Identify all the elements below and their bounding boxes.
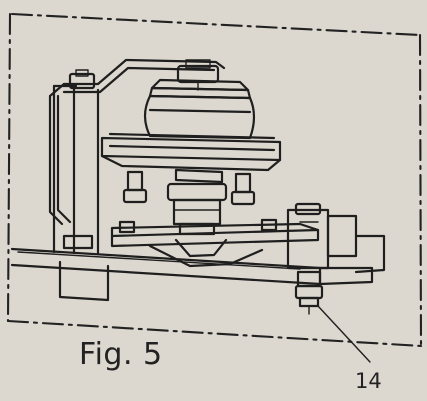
lower-hub (166, 168, 228, 236)
upper-drum (143, 78, 256, 140)
callout-number: 14 (355, 369, 382, 393)
foot-block (58, 260, 110, 302)
dash-dot-frame (6, 12, 423, 348)
mounting-plate (110, 218, 320, 268)
disc-standoffs (122, 170, 256, 206)
pulley-disc (100, 132, 282, 172)
wire-bracket (48, 58, 226, 226)
callout-leader (317, 305, 371, 363)
figure-caption: Fig. 5 (79, 337, 163, 372)
top-nut (176, 59, 220, 91)
adjusting-screw (294, 270, 324, 315)
right-bracket (286, 202, 386, 274)
support-post (52, 84, 100, 256)
